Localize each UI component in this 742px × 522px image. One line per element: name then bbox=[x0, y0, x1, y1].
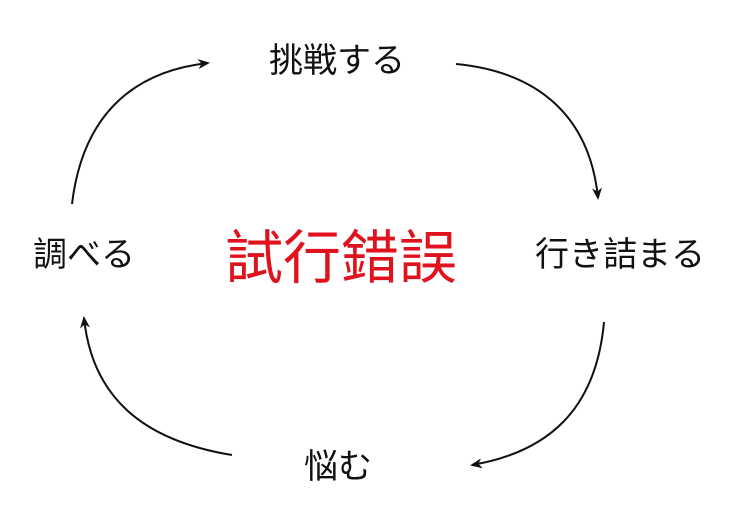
step-stuck: 行き詰まる bbox=[535, 235, 705, 275]
step-challenge: 挑戦する bbox=[269, 41, 405, 81]
arrow-challenge-to-stuck bbox=[455, 63, 602, 200]
step-research: 調べる bbox=[33, 235, 135, 275]
step-worry: 悩む bbox=[304, 447, 372, 487]
arrow-research-to-challenge bbox=[71, 59, 210, 205]
arrow-worry-to-research bbox=[80, 316, 233, 456]
center-title: 試行錯誤 bbox=[224, 224, 458, 292]
arrow-stuck-to-worry bbox=[470, 321, 605, 469]
